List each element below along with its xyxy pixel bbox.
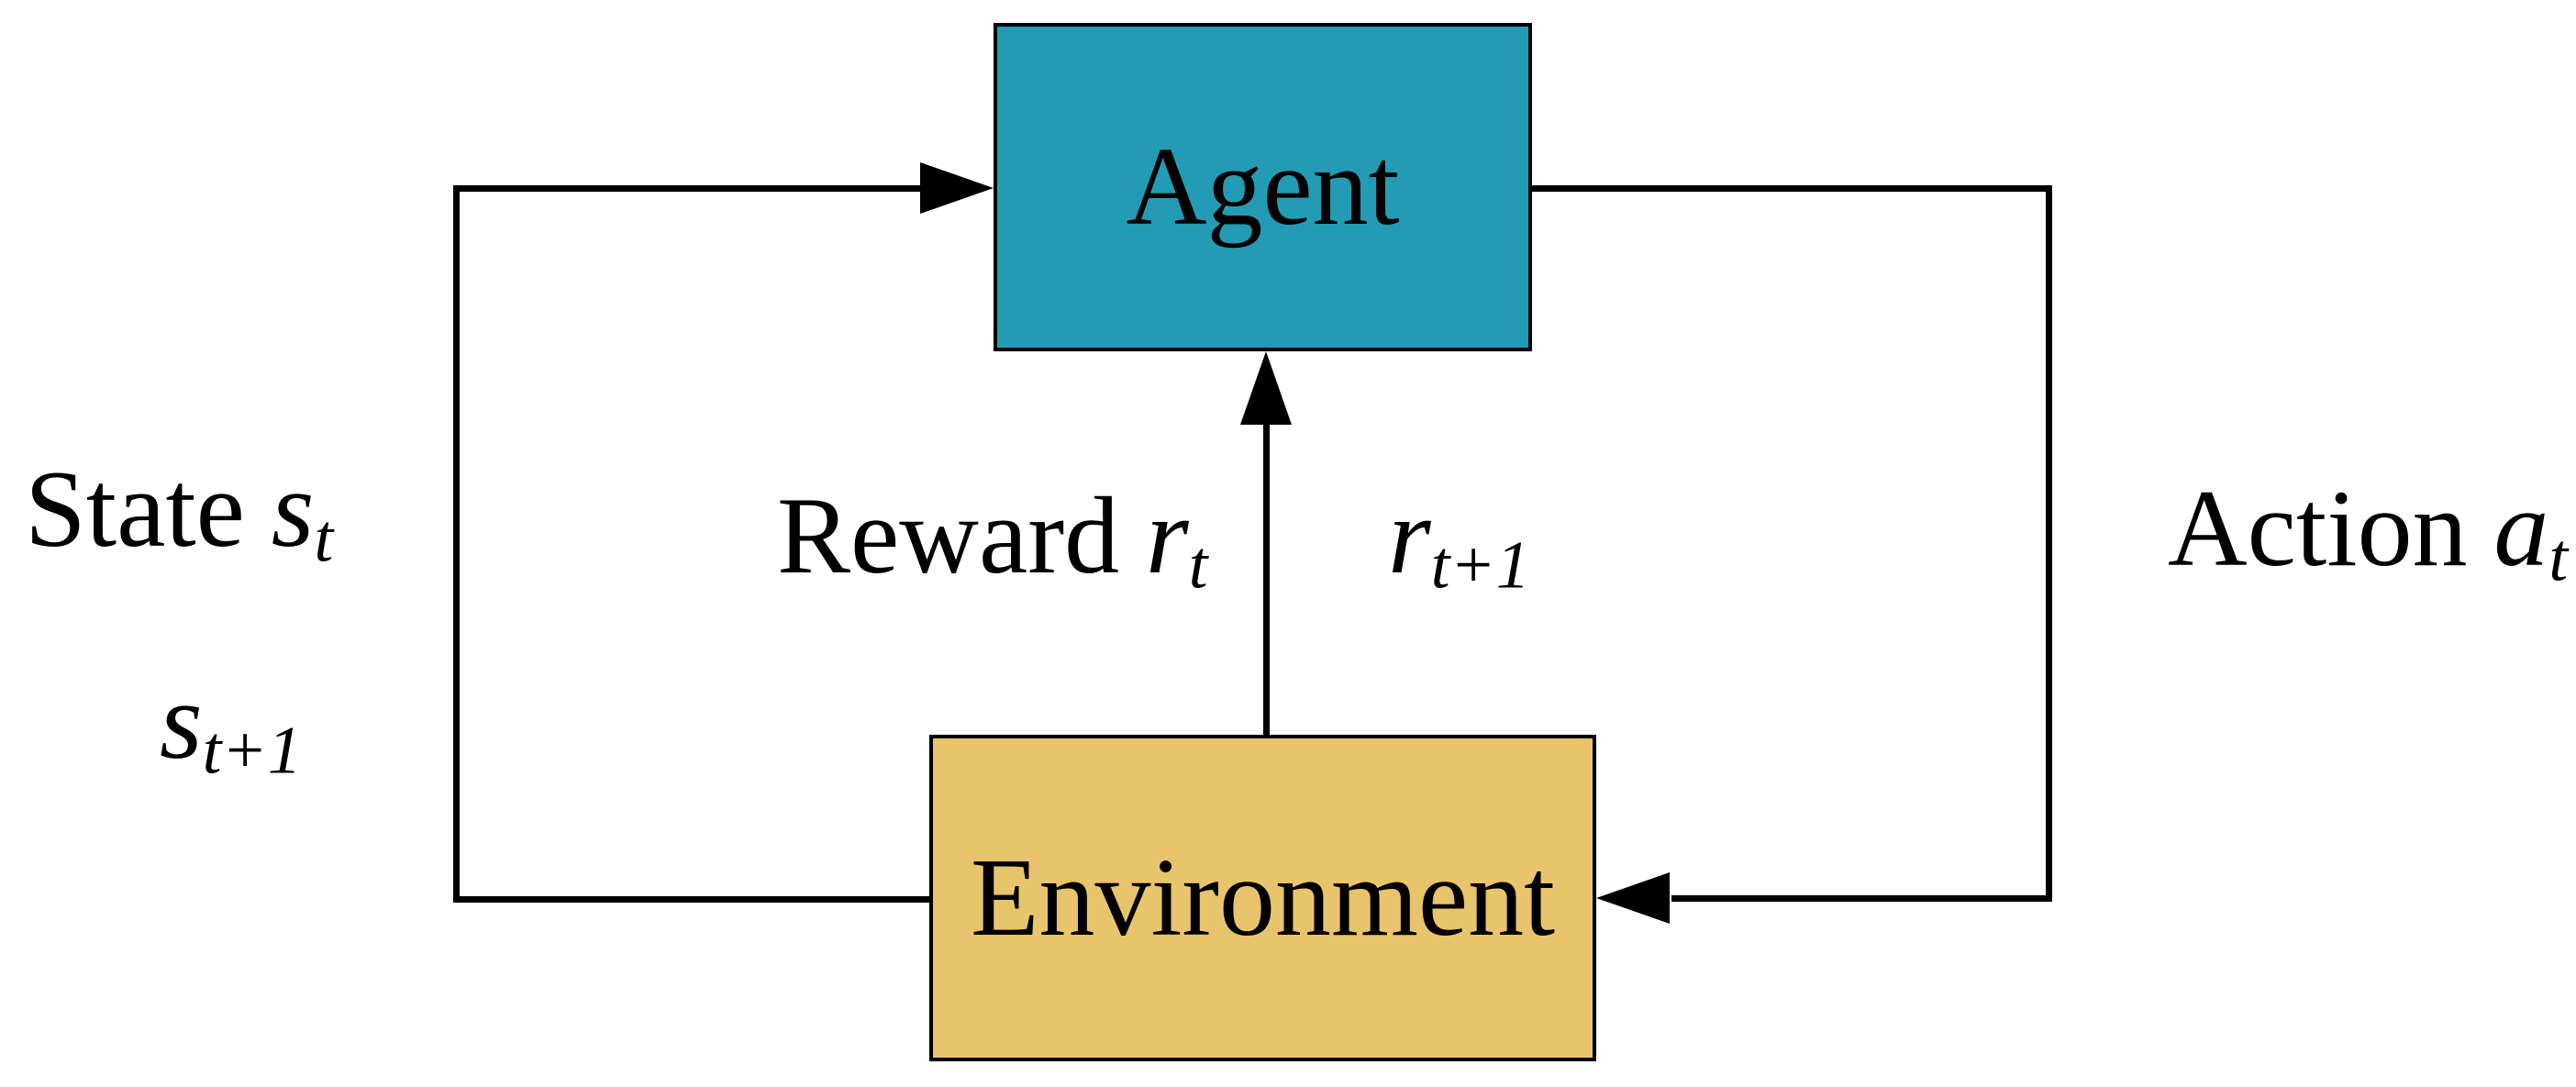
state-line-vertical-left xyxy=(453,185,460,903)
action-arrowhead-icon xyxy=(1596,872,1670,924)
action-label-subscript: t xyxy=(2548,520,2569,596)
action-label-word: Action xyxy=(2168,467,2468,589)
agent-box-label: Agent xyxy=(1126,125,1400,249)
state-line-horizontal-top xyxy=(456,185,924,192)
reward-next-label-subscript: t+1 xyxy=(1430,527,1530,604)
reward-next-label: rt+1 xyxy=(1388,481,1530,600)
reward-label-subscript: t xyxy=(1188,527,1208,604)
state-arrowhead-icon xyxy=(920,162,994,214)
reward-arrowhead-icon xyxy=(1240,351,1292,425)
action-line-vertical-right xyxy=(2046,185,2052,902)
reward-label-symbol: r xyxy=(1145,474,1189,596)
state-next-label-subscript: t+1 xyxy=(202,713,302,789)
environment-box-label: Environment xyxy=(971,836,1555,959)
state-next-label: st+1 xyxy=(160,666,302,785)
state-label-word: State xyxy=(25,448,245,570)
state-next-label-symbol: s xyxy=(160,660,203,782)
reward-next-label-symbol: r xyxy=(1388,474,1431,596)
state-label-symbol: s xyxy=(271,448,315,570)
state-line-horizontal-bottom xyxy=(453,896,933,903)
agent-box: Agent xyxy=(994,23,1532,351)
reward-label-word: Reward xyxy=(777,474,1120,596)
state-label-subscript: t xyxy=(314,501,334,577)
action-line-horizontal-bottom xyxy=(1671,895,2052,902)
reward-line-vertical xyxy=(1263,420,1270,738)
action-label-symbol: a xyxy=(2493,467,2549,589)
action-line-horizontal-top xyxy=(1530,185,2052,192)
environment-box: Environment xyxy=(929,735,1596,1061)
